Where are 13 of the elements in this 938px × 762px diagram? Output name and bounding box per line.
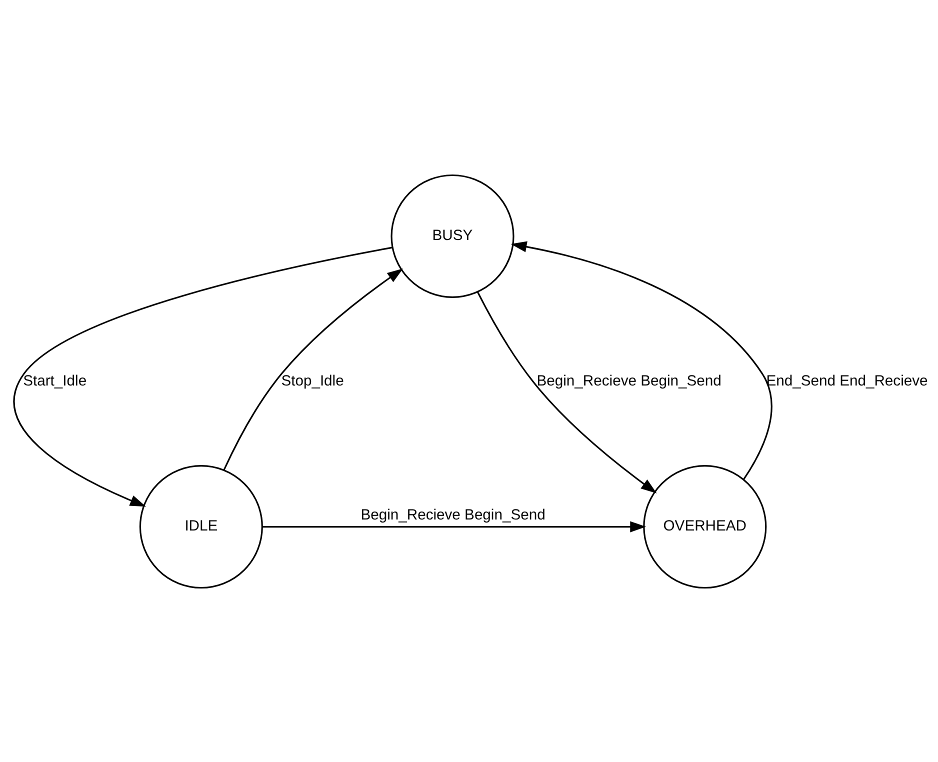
edge-label: Start_Idle — [22, 372, 86, 389]
arrow — [222, 268, 403, 470]
arrow — [510, 240, 772, 480]
node-circle: IDLE — [138, 464, 262, 588]
arrow — [13, 246, 392, 506]
node-circle: OVERHEAD — [642, 464, 766, 588]
edge-label: Begin_Recieve Begin_Send — [360, 507, 545, 524]
arrow — [476, 291, 656, 493]
edge-label: Stop_Idle — [280, 372, 344, 389]
node-circle: BUSY — [390, 174, 514, 298]
edge-label: Begin_Recieve Begin_Send — [536, 372, 721, 389]
edge-label: End_Send End_Recieve — [766, 372, 928, 389]
arrow — [262, 520, 646, 532]
